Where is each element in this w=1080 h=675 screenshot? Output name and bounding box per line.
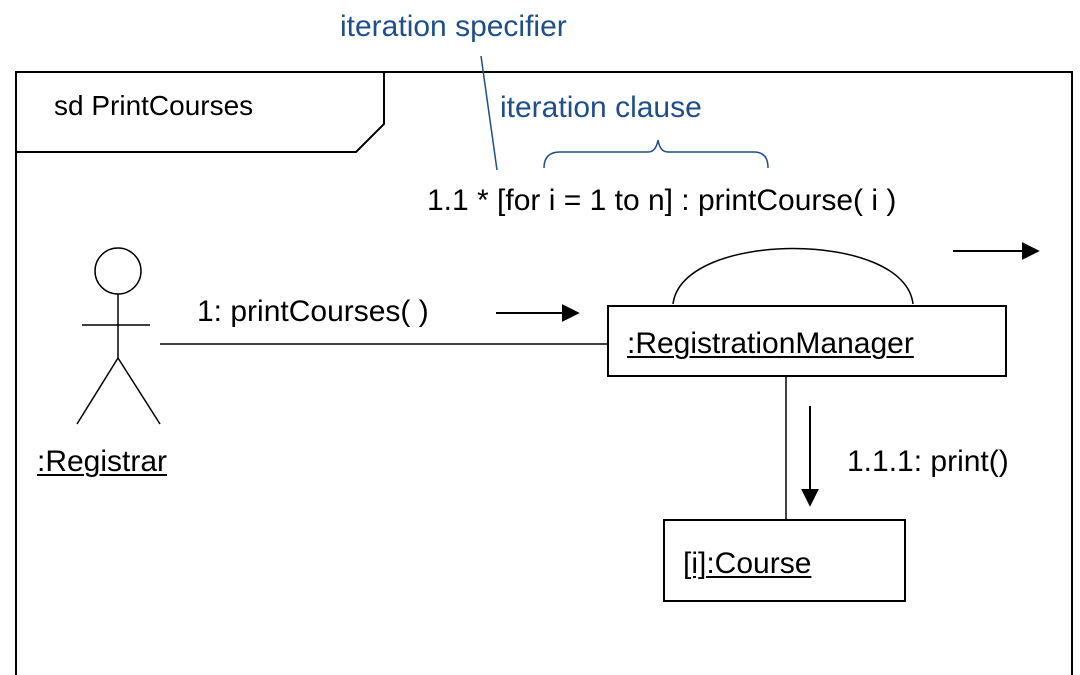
course-name: [i]:Course bbox=[683, 547, 812, 580]
actor-figure bbox=[76, 247, 161, 425]
iteration-specifier-pointer bbox=[480, 55, 498, 171]
message-label-print-courses: 1: printCourses( ) bbox=[197, 295, 429, 328]
frame-title: sd PrintCourses bbox=[54, 90, 254, 121]
message-label-print: 1.1.1: print() bbox=[847, 445, 1009, 478]
registration-manager-name: :RegistrationManager bbox=[627, 327, 914, 360]
course-box[interactable]: [i]:Course bbox=[663, 519, 906, 602]
iteration-clause-brace bbox=[543, 139, 769, 169]
message-label-print-course: 1.1 * [for i = 1 to n] : printCourse( i … bbox=[427, 184, 897, 217]
self-link-loop bbox=[672, 247, 914, 305]
registration-manager-box[interactable]: :RegistrationManager bbox=[607, 305, 1007, 377]
frame-border bbox=[15, 71, 1073, 675]
actor-name: :Registrar bbox=[37, 445, 168, 478]
iteration-specifier-label: iteration specifier bbox=[340, 10, 567, 43]
iteration-clause-label: iteration clause bbox=[500, 91, 702, 124]
frame-label-tab bbox=[16, 72, 385, 153]
